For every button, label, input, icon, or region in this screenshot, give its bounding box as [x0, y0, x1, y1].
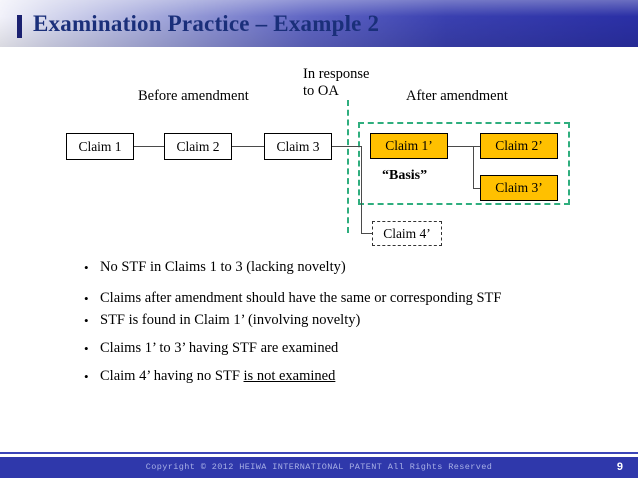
- page-number: 9: [616, 461, 623, 473]
- claim-box-claim-2-prime[interactable]: Claim 2’: [480, 133, 558, 159]
- title-accent-bar: [17, 15, 22, 38]
- connector-claim1-claim2: [134, 146, 164, 147]
- slide-header-band: [0, 0, 638, 47]
- bullet-text-5-plain: Claim 4’ having no STF: [100, 368, 244, 384]
- bullet-dot-icon: •: [84, 341, 89, 356]
- basis-label: “Basis”: [382, 168, 428, 183]
- connector-branch-to-claim2p: [473, 146, 481, 147]
- bullet-item-1: • No STF in Claims 1 to 3 (lacking novel…: [84, 258, 584, 277]
- footer-copyright: Copyright © 2012 HEIWA INTERNATIONAL PAT…: [145, 462, 493, 472]
- claim-box-claim-1-prime[interactable]: Claim 1’: [370, 133, 448, 159]
- connector-claim3-vertical-drop: [361, 146, 362, 233]
- bullet-dot-icon: •: [84, 260, 89, 275]
- bullet-item-5: • Claim 4’ having no STF is not examined: [84, 367, 584, 386]
- caption-in-response-line2: to OA: [303, 83, 339, 99]
- footer-rule: [0, 452, 638, 454]
- page-title: Examination Practice – Example 2: [33, 11, 380, 36]
- connector-branch-to-claim3p: [473, 188, 481, 189]
- caption-before-amendment: Before amendment: [138, 88, 249, 104]
- connector-claim1p-out: [448, 146, 474, 147]
- claim-box-claim-3[interactable]: Claim 3: [264, 133, 332, 160]
- caption-in-response-to-oa: In response to OA: [303, 66, 369, 100]
- bullet-dot-icon: •: [84, 313, 89, 328]
- footer-band: [0, 457, 638, 478]
- bullet-text-2: Claims after amendment should have the s…: [100, 290, 502, 306]
- connector-claim3-to-claim4p: [361, 233, 372, 234]
- bullet-item-3: • STF is found in Claim 1’ (involving no…: [84, 311, 584, 330]
- bullet-dot-icon: •: [84, 291, 89, 306]
- bullet-text-3: STF is found in Claim 1’ (involving nove…: [100, 312, 361, 328]
- bullet-text-5: Claim 4’ having no STF is not examined: [100, 367, 335, 386]
- claim-box-claim-2[interactable]: Claim 2: [164, 133, 232, 160]
- claim-box-claim-3-prime[interactable]: Claim 3’: [480, 175, 558, 201]
- caption-in-response-line1: In response: [303, 66, 370, 82]
- connector-claim2-claim3: [232, 146, 264, 147]
- bullet-item-4: • Claims 1’ to 3’ having STF are examine…: [84, 339, 584, 358]
- connector-claim3-stub: [332, 146, 362, 147]
- bullet-item-2: • Claims after amendment should have the…: [84, 289, 584, 308]
- oa-divider-dashed-line: [347, 100, 349, 233]
- bullet-dot-icon: •: [84, 369, 89, 384]
- bullet-text-5-underlined: is not examined: [243, 368, 336, 384]
- claim-box-claim-4-prime[interactable]: Claim 4’: [372, 221, 442, 246]
- bullet-text-4: Claims 1’ to 3’ having STF are examined: [100, 340, 339, 356]
- bullet-list: • No STF in Claims 1 to 3 (lacking novel…: [84, 258, 584, 386]
- caption-after-amendment: After amendment: [406, 88, 508, 104]
- bullet-text-1: No STF in Claims 1 to 3 (lacking novelty…: [100, 259, 346, 275]
- basis-group-outline: [358, 122, 570, 205]
- claim-box-claim-1[interactable]: Claim 1: [66, 133, 134, 160]
- connector-branch-vertical: [473, 146, 474, 188]
